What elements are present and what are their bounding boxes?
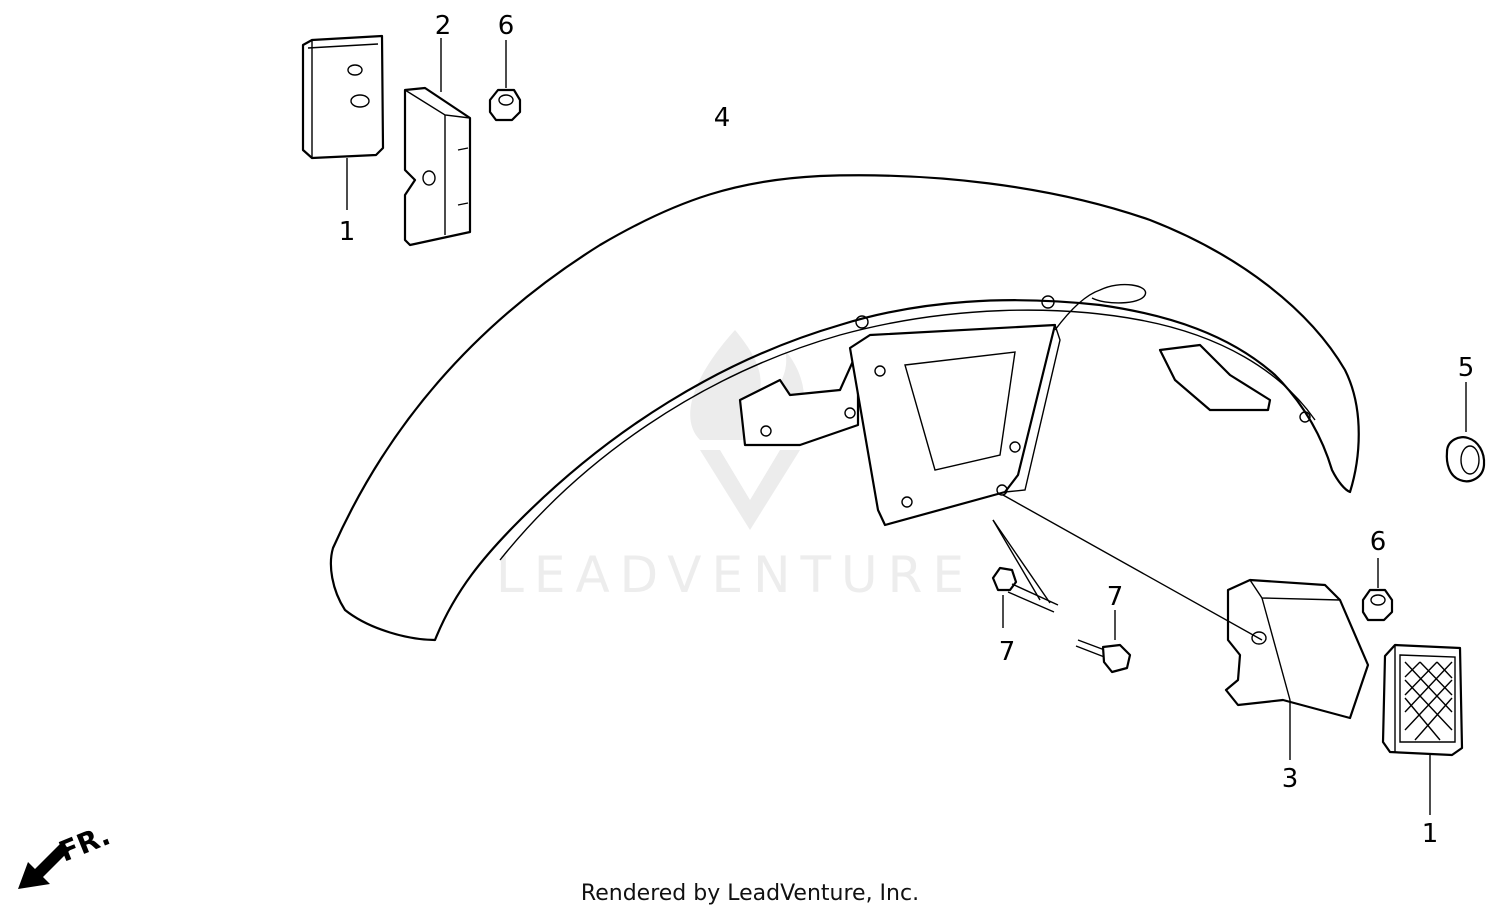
bolt-left [991,519,1059,628]
nut-bottom [1361,558,1394,622]
grommet [1445,382,1486,483]
callout-7-right: 7 [1107,582,1124,612]
reflector-bottom [1381,643,1464,815]
bracket-left [403,38,472,247]
direction-label: FR. [54,818,114,868]
watermark-text: LEADVENTURE [496,546,974,604]
footer-credit: Rendered by LeadVenture, Inc. [581,881,919,906]
callout-3: 3 [1282,764,1299,794]
nut-top [488,40,522,122]
callout-5: 5 [1458,353,1475,383]
bolt-right [1075,610,1132,674]
callout-7-left: 7 [999,637,1016,667]
reflector-top [301,34,385,210]
callout-6-top: 6 [498,11,515,41]
front-fender [329,174,1360,642]
callout-1-top: 1 [339,217,356,247]
callout-4: 4 [714,103,731,133]
callout-2: 2 [435,11,452,41]
bracket-right [1002,494,1370,760]
front-direction-arrow: FR. [18,818,115,889]
callout-1-bottom: 1 [1422,819,1439,849]
callout-6-bottom: 6 [1370,527,1387,557]
